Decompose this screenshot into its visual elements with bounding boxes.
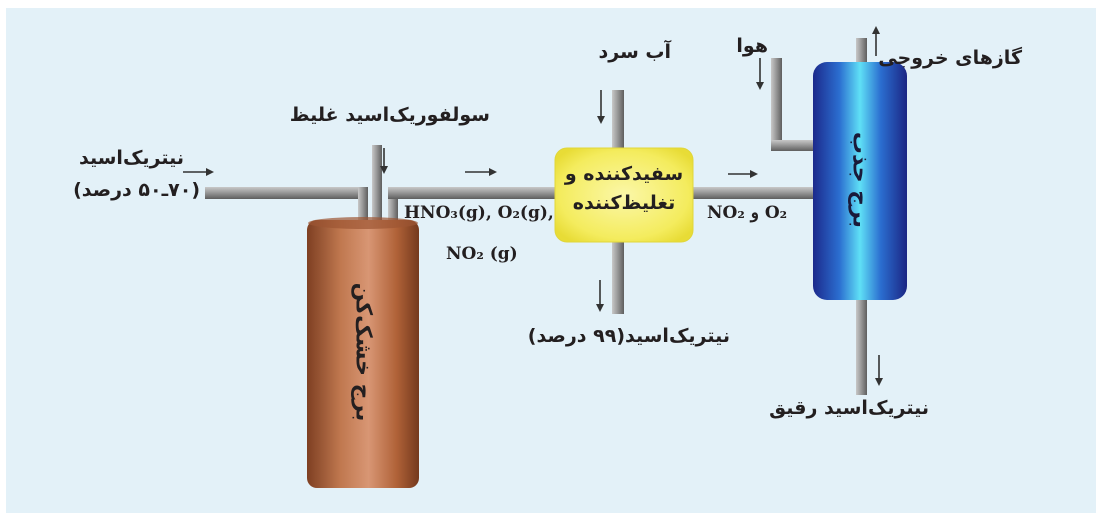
bleacher-label-line2: تغلیظ‌کننده <box>572 192 676 215</box>
nitric-acid-inlet-label: نیتریک‌اسید <box>79 147 184 169</box>
pipe-nitric-acid-99-out <box>612 238 624 314</box>
dilute-nitric-acid-label: نیتریک‌اسید رقیق <box>769 397 929 419</box>
dryer-tower-label: برج خشک‌کن <box>350 282 376 422</box>
bleacher-box <box>554 147 694 243</box>
exhaust-gases-label: گازهای خروجی <box>878 47 1022 69</box>
dryer-outlet-gases-label: HNO₃(g), O₂(g), <box>404 203 554 223</box>
arrow-to-absorption <box>728 170 758 178</box>
bleacher-label: سفیدکننده و تغلیظ‌کننده <box>555 160 693 219</box>
arrow-dilute-acid-down <box>875 355 883 386</box>
pipe-sulfuric-acid <box>372 145 382 225</box>
arrow-nitric-acid-99-down <box>596 280 604 312</box>
pipe-nitric-acid-inlet <box>205 187 368 199</box>
nitric-acid-concentration-label: (۷۰ـ۵۰ درصد) <box>73 179 200 201</box>
arrow-air-down <box>756 58 764 90</box>
arrow-to-bleacher <box>465 168 497 176</box>
air-label: هوا <box>736 35 768 57</box>
no2-o2-label: NO₂ و O₂ <box>707 203 788 223</box>
pipe-air-horizontal <box>771 140 815 151</box>
dryer-tower <box>307 220 419 488</box>
nitric-acid-99-label: نیتریک‌اسید(۹۹ درصد) <box>527 325 730 347</box>
arrow-exhaust-up <box>872 26 880 56</box>
pipe-dilute-acid-out <box>856 295 867 395</box>
dryer-outlet-no2-label: NO₂ (g) <box>446 244 518 264</box>
absorption-tower-label: برج جذب <box>847 131 873 229</box>
pipe-exhaust-gases <box>856 38 867 70</box>
pipe-dryer-outlet-up <box>388 187 398 225</box>
pipe-bleacher-to-absorption <box>690 187 815 199</box>
pipe-cold-water-in <box>612 90 624 158</box>
background-panel <box>6 8 1096 513</box>
absorption-tower <box>813 62 907 300</box>
bleacher-label-line1: سفیدکننده و <box>564 163 684 185</box>
pipe-air-vertical <box>771 58 782 148</box>
pipe-dryer-inlet-down <box>358 187 368 224</box>
pipe-dryer-to-bleacher <box>388 187 558 199</box>
arrow-sulfuric-acid-down <box>380 148 388 174</box>
cold-water-label: آب سرد <box>598 41 671 63</box>
arrow-nitric-acid-in <box>183 168 214 176</box>
sulfuric-acid-label: سولفوریک‌اسید غلیظ <box>289 104 490 126</box>
dryer-tower-top <box>308 217 418 229</box>
arrow-cold-water-down <box>597 90 605 124</box>
